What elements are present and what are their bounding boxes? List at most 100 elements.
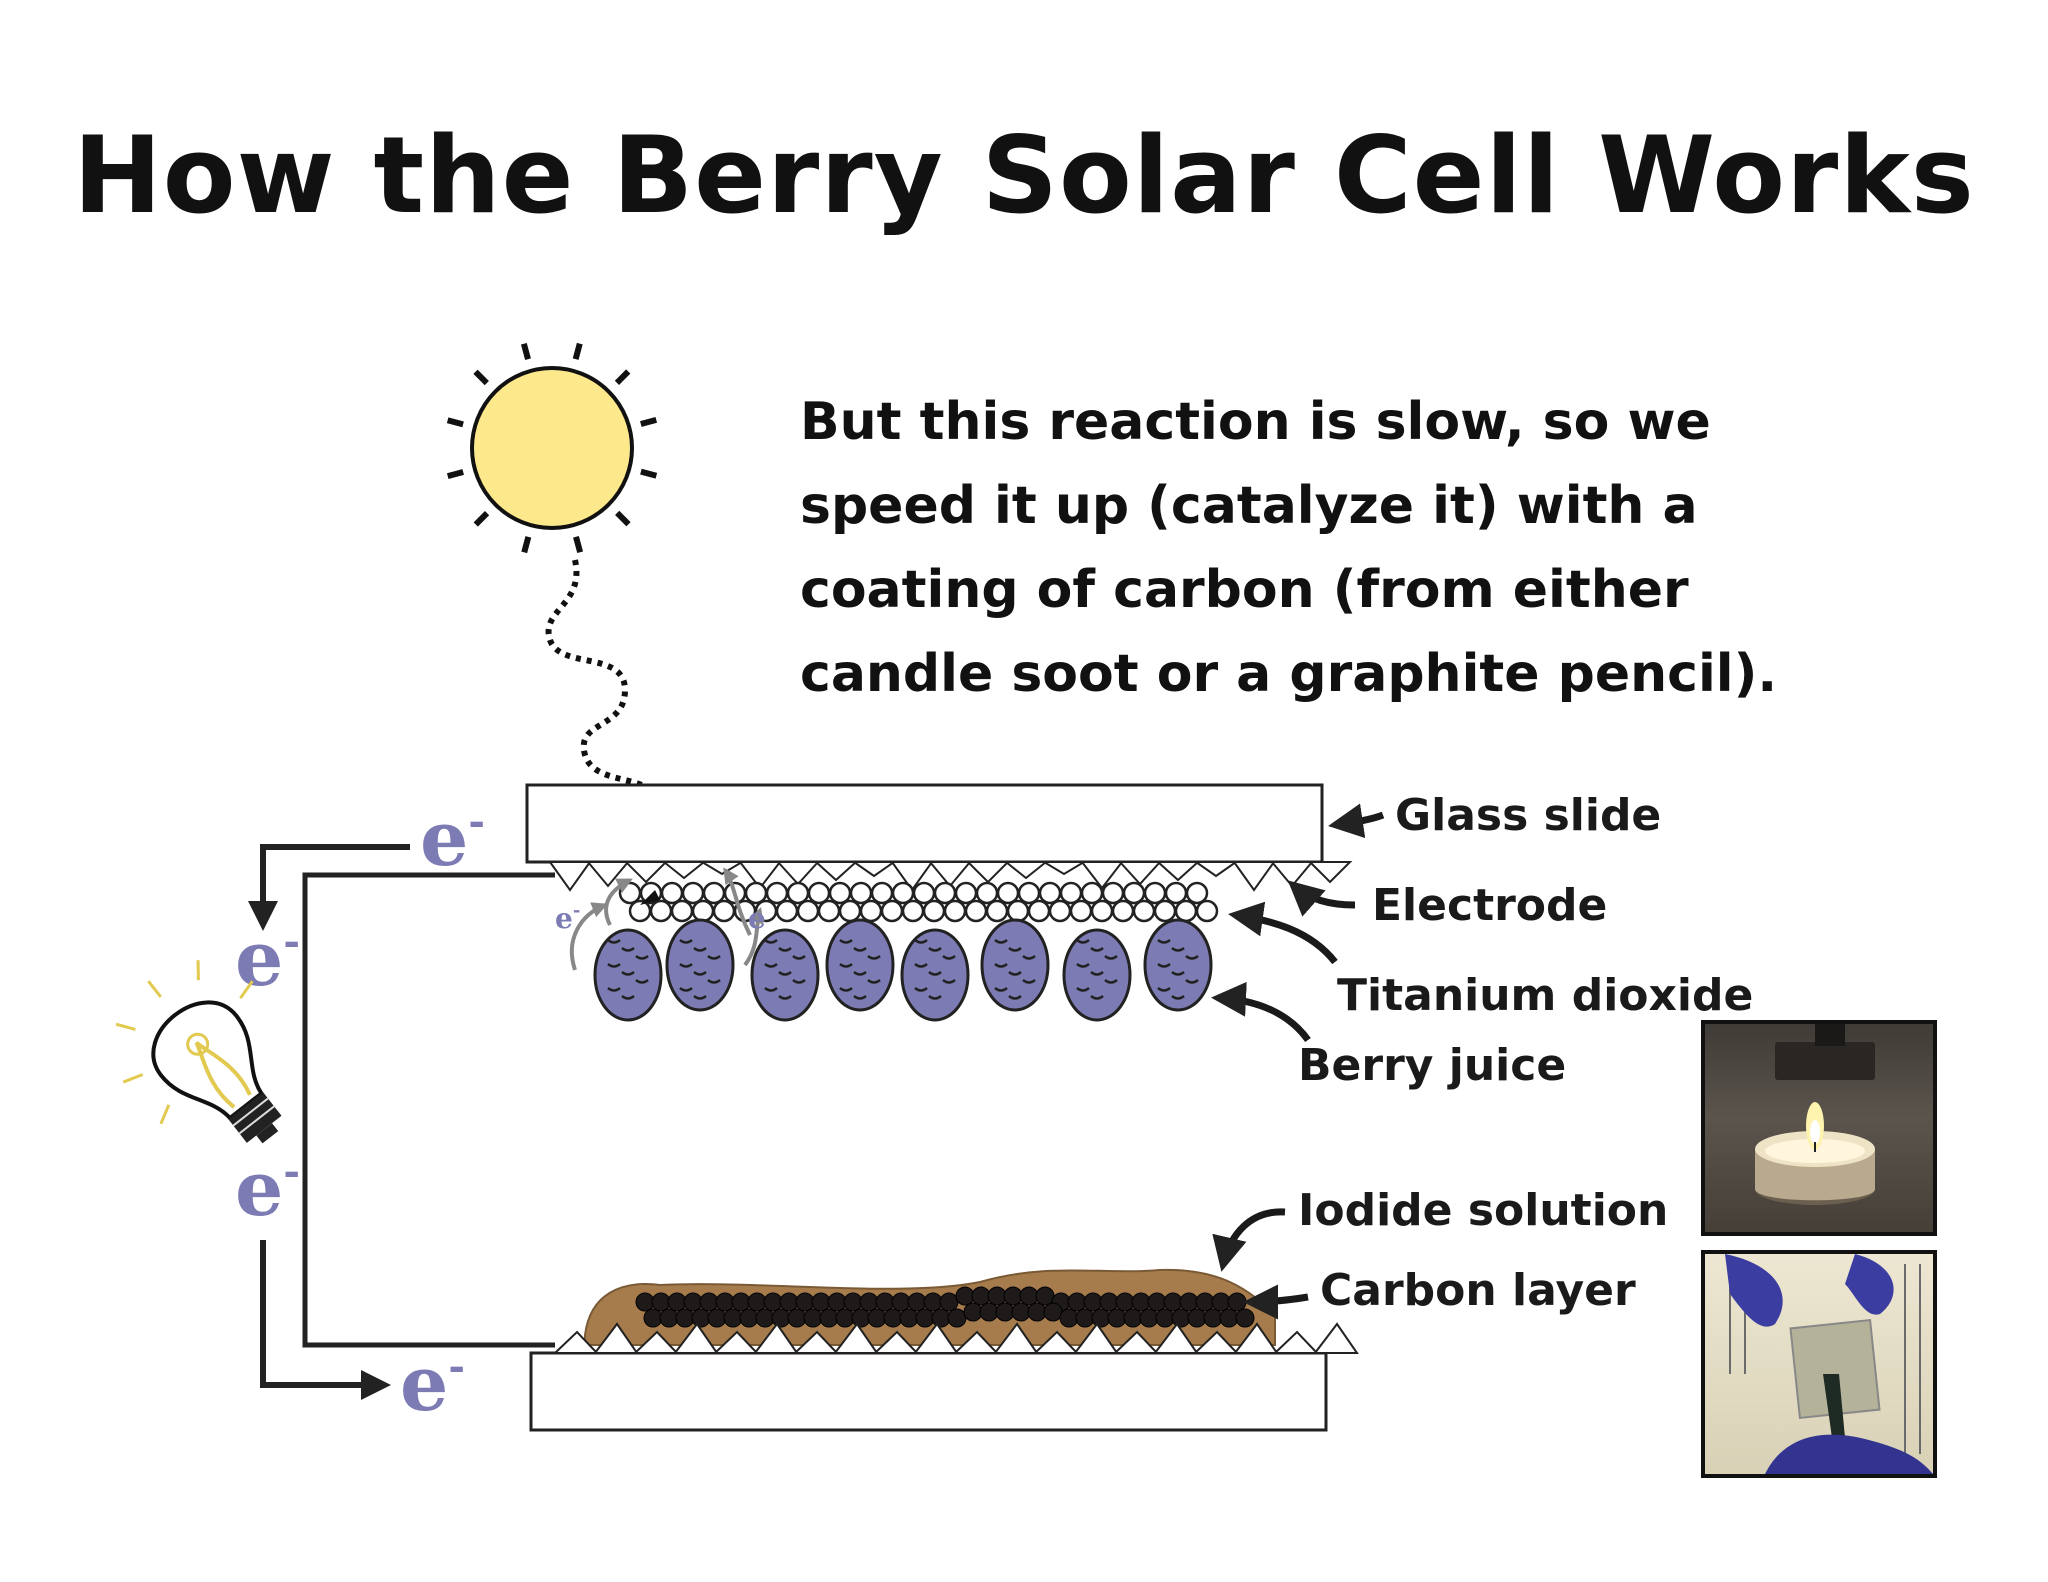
carbon-particle xyxy=(979,1302,999,1322)
label-glass-slide: Glass slide xyxy=(1395,790,1661,841)
berry-juice-dye xyxy=(593,918,1213,1022)
carbon-particle xyxy=(1067,1292,1087,1312)
electron-symbol: e- xyxy=(400,1339,465,1428)
tio2-particle xyxy=(828,881,852,905)
tio2-particle xyxy=(1017,881,1041,905)
tio2-particle xyxy=(1164,881,1188,905)
electrode-crystal xyxy=(1269,861,1315,888)
carbon-particle xyxy=(659,1308,679,1328)
electrode-crystal xyxy=(1112,1330,1160,1354)
caption-line: candle soot or a graphite pencil). xyxy=(800,644,1778,704)
tio2-particle xyxy=(765,881,789,905)
carbon-particle xyxy=(843,1292,863,1312)
sun-ray xyxy=(473,511,490,527)
sun-ray xyxy=(446,469,464,480)
tio2-particle xyxy=(838,899,862,923)
carbon-particle xyxy=(643,1308,663,1328)
electrode-crystal xyxy=(672,1322,719,1354)
carbon-particle xyxy=(707,1308,727,1328)
electrode-crystal xyxy=(792,1330,840,1354)
carbon-particle xyxy=(1083,1292,1103,1312)
sun-ray xyxy=(640,468,658,479)
sun-ray xyxy=(573,536,584,554)
caption-line: speed it up (catalyze it) with a xyxy=(800,476,1698,536)
tio2-particle xyxy=(954,881,978,905)
carbon-particle xyxy=(875,1292,895,1312)
carbon-particle xyxy=(1123,1308,1143,1328)
electrode-crystal xyxy=(548,861,592,892)
electron-arrow-dark xyxy=(640,890,660,905)
carbon-particle xyxy=(819,1308,839,1328)
bottom-electrode-crystals xyxy=(552,1322,1359,1354)
tio2-particle xyxy=(891,881,915,905)
berry xyxy=(900,928,970,1022)
label-electrode: Electrode xyxy=(1372,880,1607,931)
carbon-particle xyxy=(995,1302,1015,1322)
tio2-particle xyxy=(1038,881,1062,905)
electrode-crystal xyxy=(661,861,707,880)
sun-ray xyxy=(614,369,631,385)
tio2-particle xyxy=(1006,899,1030,923)
tio2-particle xyxy=(996,881,1020,905)
carbon-particle xyxy=(651,1292,671,1312)
tio2-particle xyxy=(796,899,820,923)
carbon-particle xyxy=(731,1292,751,1312)
tio2-particle xyxy=(807,881,831,905)
top-electrode-crystals xyxy=(548,861,1353,892)
carbon-particle xyxy=(803,1308,823,1328)
berry xyxy=(750,928,820,1022)
carbon-particle xyxy=(1219,1308,1239,1328)
electrode-crystal xyxy=(552,1330,600,1354)
carbon-particle xyxy=(771,1308,791,1328)
caption-text: But this reaction is slow, so we speed i… xyxy=(800,380,1820,716)
circuit-wire xyxy=(302,872,555,1348)
tio2-particle xyxy=(1080,881,1104,905)
tio2-particle xyxy=(1185,881,1209,905)
electrode-crystal xyxy=(737,861,783,890)
tio2-particle xyxy=(1153,899,1177,923)
electrode-crystal xyxy=(1192,861,1240,878)
carbon-particle xyxy=(699,1292,719,1312)
carbon-particle xyxy=(939,1292,959,1312)
electrode-crystal xyxy=(1232,861,1276,892)
carbon-particle xyxy=(675,1308,695,1328)
carbon-particle xyxy=(963,1302,983,1322)
tio2-particle xyxy=(702,881,726,905)
tio2-particle xyxy=(1069,899,1093,923)
carbon-particle xyxy=(915,1308,935,1328)
carbon-particle xyxy=(811,1292,831,1312)
electrode-crystal xyxy=(1192,1330,1240,1354)
sun-ray xyxy=(446,417,464,428)
label-leaders xyxy=(1211,803,1385,1320)
sun-ray xyxy=(521,536,532,554)
carbon-particle xyxy=(1059,1308,1079,1328)
carbon-particle xyxy=(851,1308,871,1328)
electrode-crystal xyxy=(872,1330,920,1354)
tio2-particle xyxy=(870,881,894,905)
tio2-particle xyxy=(1174,899,1198,923)
electrode-crystal xyxy=(1152,1322,1199,1354)
carbon-particle xyxy=(1043,1302,1063,1322)
electrode-crystal xyxy=(1312,1322,1359,1354)
electrode-crystal xyxy=(698,861,746,876)
sun-icon xyxy=(446,342,658,554)
carbon-particle xyxy=(739,1308,759,1328)
tio2-particle xyxy=(901,899,925,923)
carbon-particle xyxy=(1163,1292,1183,1312)
electrode-crystal xyxy=(1079,861,1125,890)
carbon-particle xyxy=(923,1292,943,1312)
carbon-particle xyxy=(907,1292,927,1312)
carbon-particle xyxy=(755,1308,775,1328)
carbon-particle xyxy=(1011,1302,1031,1322)
carbon-particle xyxy=(723,1308,743,1328)
electrode-crystal xyxy=(832,1322,879,1354)
electrode-crystal xyxy=(712,1330,760,1354)
current-arrow-bottom xyxy=(260,1240,391,1400)
electrode-crystal xyxy=(850,861,898,878)
top-glass-slide xyxy=(525,783,1324,864)
electrode-crystal xyxy=(927,861,973,888)
tio2-particle xyxy=(1111,899,1135,923)
electron-small: e xyxy=(748,902,766,935)
tio2-particle xyxy=(964,899,988,923)
tio2-particle xyxy=(1090,899,1114,923)
